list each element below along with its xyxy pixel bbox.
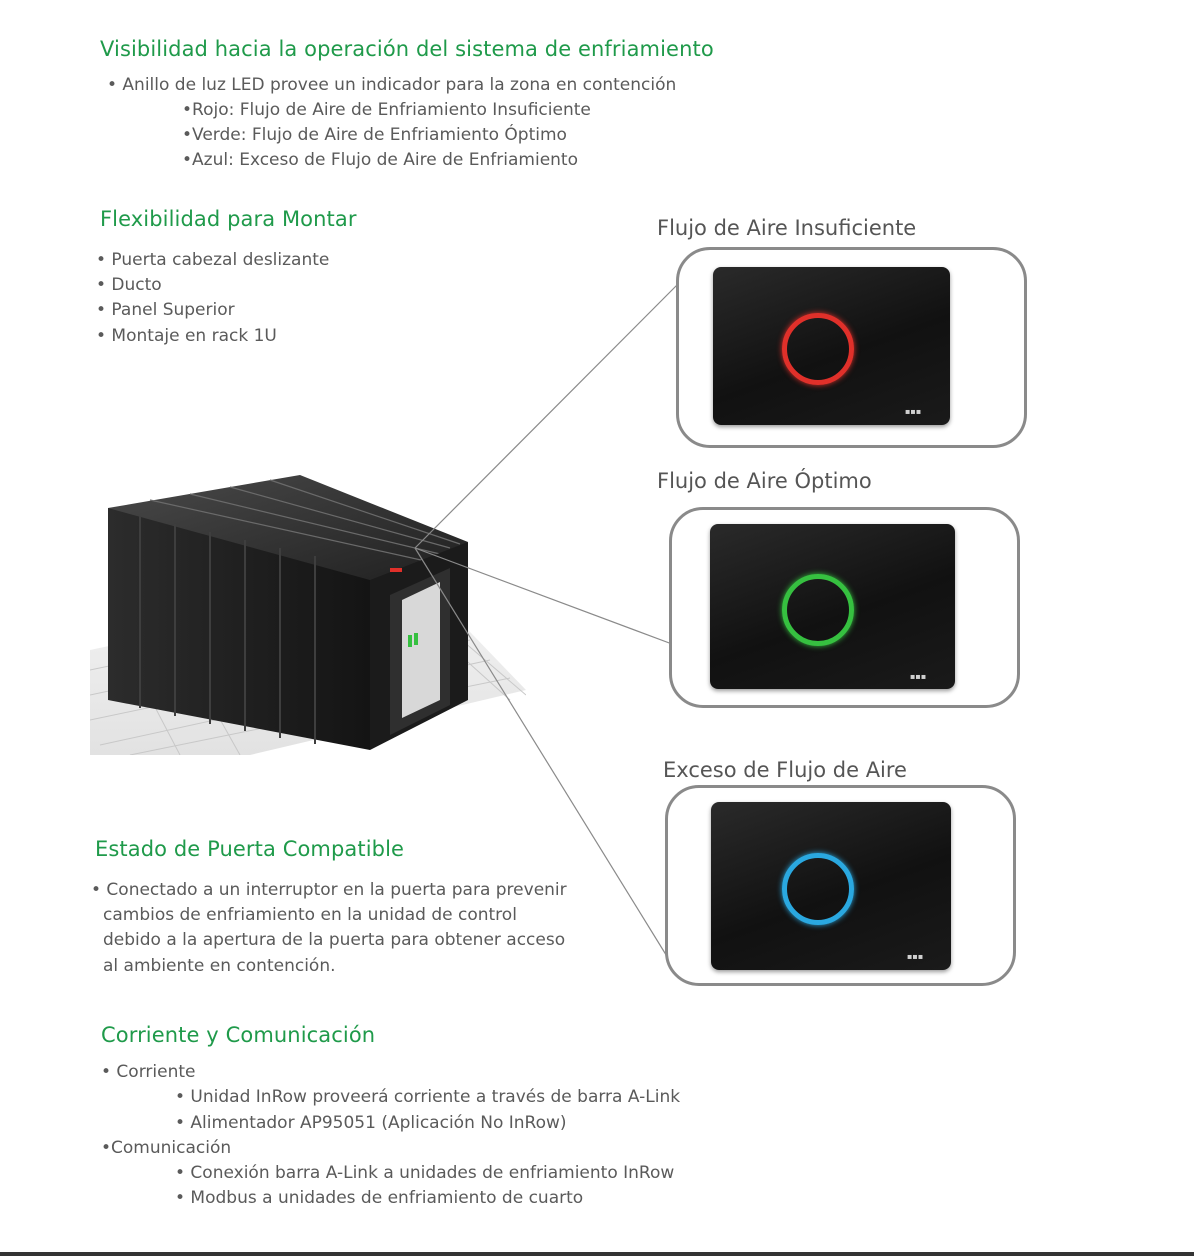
power-line-1: • Corriente [101, 1062, 196, 1082]
visibility-line-blue: •Azul: Exceso de Flujo de Aire de Enfria… [182, 150, 578, 170]
led-panel-green: ▪▪▪ [710, 524, 955, 689]
led-ring-blue-icon [782, 853, 854, 925]
led-panel-red: ▪▪▪ [713, 267, 950, 425]
led-panel-blue: ▪▪▪ [711, 802, 951, 970]
schneider-logo: ▪▪▪ [910, 672, 927, 681]
mounting-line-3: • Panel Superior [96, 300, 235, 320]
heading-visibility: Visibilidad hacia la operación del siste… [100, 37, 714, 61]
power-line-3: • Alimentador AP95051 (Aplicación No InR… [175, 1113, 567, 1133]
led-ring-green-icon [782, 574, 854, 646]
indicator-frame-excess: ▪▪▪ [665, 785, 1016, 986]
door-line-3: debido a la apertura de la puerta para o… [103, 930, 566, 950]
power-line-5: • Conexión barra A-Link a unidades de en… [175, 1163, 675, 1183]
heading-power: Corriente y Comunicación [101, 1023, 376, 1047]
indicator-frame-optimal: ▪▪▪ [669, 507, 1020, 708]
indicator-caption-excess: Exceso de Flujo de Aire [663, 758, 907, 782]
bottom-border [0, 1252, 1194, 1256]
door-line-1: • Conectado a un interruptor en la puert… [91, 880, 567, 900]
visibility-line-red: •Rojo: Flujo de Aire de Enfriamiento Ins… [182, 100, 591, 120]
rack-containment-image [89, 450, 527, 756]
mounting-line-4: • Montaje en rack 1U [96, 326, 277, 346]
power-line-2: • Unidad InRow proveerá corriente a trav… [175, 1087, 681, 1107]
power-line-4: •Comunicación [101, 1138, 232, 1158]
door-line-4: al ambiente en contención. [103, 956, 336, 976]
door-line-2: cambios de enfriamiento en la unidad de … [103, 905, 517, 925]
indicator-caption-insufficient: Flujo de Aire Insuficiente [657, 216, 917, 240]
indicator-caption-optimal: Flujo de Aire Óptimo [657, 469, 872, 493]
schneider-logo: ▪▪▪ [905, 407, 922, 416]
indicator-frame-insufficient: ▪▪▪ [676, 247, 1027, 448]
heading-door: Estado de Puerta Compatible [95, 837, 405, 861]
mounting-line-2: • Ducto [96, 275, 162, 295]
schneider-logo: ▪▪▪ [907, 952, 924, 961]
mounting-line-1: • Puerta cabezal deslizante [96, 250, 330, 270]
visibility-line-green: •Verde: Flujo de Aire de Enfriamiento Óp… [182, 125, 567, 145]
led-ring-red-icon [782, 313, 854, 385]
power-line-6: • Modbus a unidades de enfriamiento de c… [175, 1188, 584, 1208]
visibility-line-1: • Anillo de luz LED provee un indicador … [107, 75, 677, 95]
heading-mounting: Flexibilidad para Montar [100, 207, 357, 231]
